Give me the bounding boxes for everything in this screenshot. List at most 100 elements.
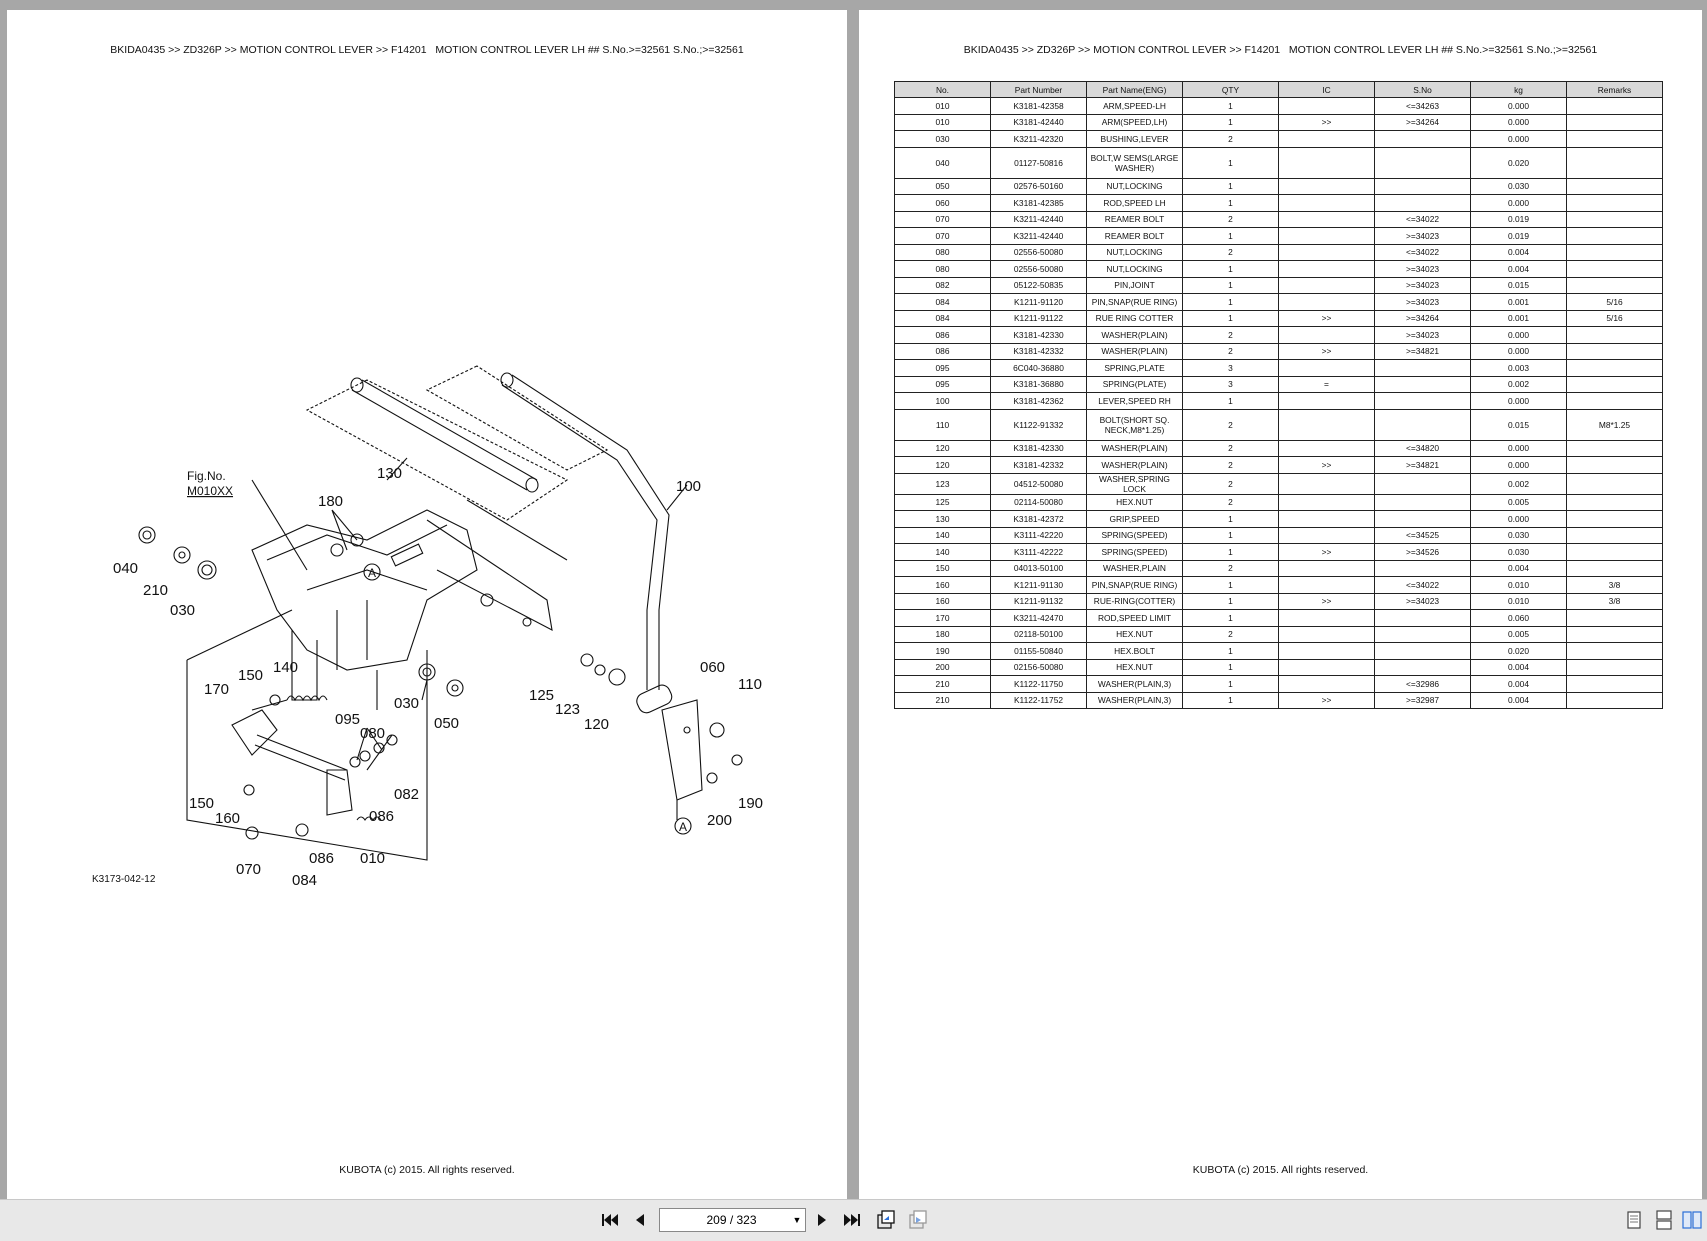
cell-ic: >> bbox=[1278, 456, 1375, 474]
cell-no: 160 bbox=[894, 592, 991, 610]
cell-qty: 2 bbox=[1182, 326, 1279, 344]
cell-sno: <=34525 bbox=[1374, 526, 1471, 544]
cell-qty: 2 bbox=[1182, 342, 1279, 360]
cell-part-number: K3211-42320 bbox=[990, 130, 1087, 148]
callout-050: 050 bbox=[434, 715, 459, 732]
copyright-footer: KUBOTA (c) 2015. All rights reserved. bbox=[339, 1164, 515, 1176]
first-page-icon[interactable] bbox=[598, 1208, 622, 1232]
last-page-icon[interactable] bbox=[840, 1208, 864, 1232]
callout-080: 080 bbox=[360, 725, 385, 742]
cell-sno bbox=[1374, 177, 1471, 195]
cell-kg: 0.015 bbox=[1470, 408, 1567, 441]
cell-part-number: 04512-50080 bbox=[990, 472, 1087, 495]
cell-kg: 0.030 bbox=[1470, 543, 1567, 561]
two-page-icon[interactable] bbox=[1680, 1208, 1704, 1232]
cell-part-number: K1122-11752 bbox=[990, 691, 1087, 709]
cell-part-number: K3111-42220 bbox=[990, 526, 1087, 544]
continuous-icon[interactable] bbox=[1652, 1208, 1676, 1232]
fit-page-icon[interactable] bbox=[874, 1208, 898, 1232]
page-number-field[interactable]: 209 / 323 ▼ bbox=[659, 1208, 806, 1232]
prev-page-icon[interactable] bbox=[628, 1208, 652, 1232]
callout-150: 150 bbox=[238, 667, 263, 684]
cell-part-name: SPRING(SPEED) bbox=[1086, 526, 1183, 544]
cell-remarks bbox=[1566, 559, 1663, 577]
callout-084: 084 bbox=[292, 872, 317, 889]
ref-mark-a-bottom: A bbox=[679, 820, 687, 834]
cell-qty: 3 bbox=[1182, 375, 1279, 393]
cell-no: 150 bbox=[894, 559, 991, 577]
cell-part-number: 05122-50835 bbox=[990, 276, 1087, 294]
cell-qty: 1 bbox=[1182, 276, 1279, 294]
cell-kg: 0.010 bbox=[1470, 592, 1567, 610]
cell-part-name: WASHER(PLAIN) bbox=[1086, 439, 1183, 457]
cell-no: 080 bbox=[894, 260, 991, 278]
cell-remarks bbox=[1566, 691, 1663, 709]
cell-part-name: SPRING,PLATE bbox=[1086, 359, 1183, 377]
cell-qty: 1 bbox=[1182, 510, 1279, 528]
cell-ic bbox=[1278, 260, 1375, 278]
cell-kg: 0.005 bbox=[1470, 625, 1567, 643]
cell-sno: <=34263 bbox=[1374, 97, 1471, 115]
callout-190: 190 bbox=[738, 795, 763, 812]
cell-sno: >=32987 bbox=[1374, 691, 1471, 709]
single-page-icon[interactable] bbox=[1622, 1208, 1646, 1232]
cell-sno: >=34821 bbox=[1374, 342, 1471, 360]
cell-ic bbox=[1278, 559, 1375, 577]
cell-part-name: WASHER,SPRING LOCK bbox=[1086, 472, 1183, 495]
next-page-icon[interactable] bbox=[810, 1208, 834, 1232]
breadcrumb: BKIDA0435 >> ZD326P >> MOTION CONTROL LE… bbox=[963, 44, 1598, 56]
cell-part-name: PIN,JOINT bbox=[1086, 276, 1183, 294]
cell-no: 070 bbox=[894, 227, 991, 245]
fit-width-icon[interactable] bbox=[906, 1208, 930, 1232]
cell-part-number: K3181-42362 bbox=[990, 392, 1087, 410]
chevron-down-icon[interactable]: ▼ bbox=[792, 1215, 802, 1225]
cell-qty: 1 bbox=[1182, 526, 1279, 544]
cell-ic bbox=[1278, 210, 1375, 228]
cell-ic bbox=[1278, 177, 1375, 195]
cell-remarks bbox=[1566, 526, 1663, 544]
cell-part-number: K1211-91130 bbox=[990, 576, 1087, 594]
cell-part-number: K3181-42385 bbox=[990, 194, 1087, 212]
callout-180: 180 bbox=[318, 493, 343, 510]
cell-no: 095 bbox=[894, 375, 991, 393]
cell-qty: 3 bbox=[1182, 359, 1279, 377]
cell-ic bbox=[1278, 130, 1375, 148]
cell-ic bbox=[1278, 642, 1375, 660]
